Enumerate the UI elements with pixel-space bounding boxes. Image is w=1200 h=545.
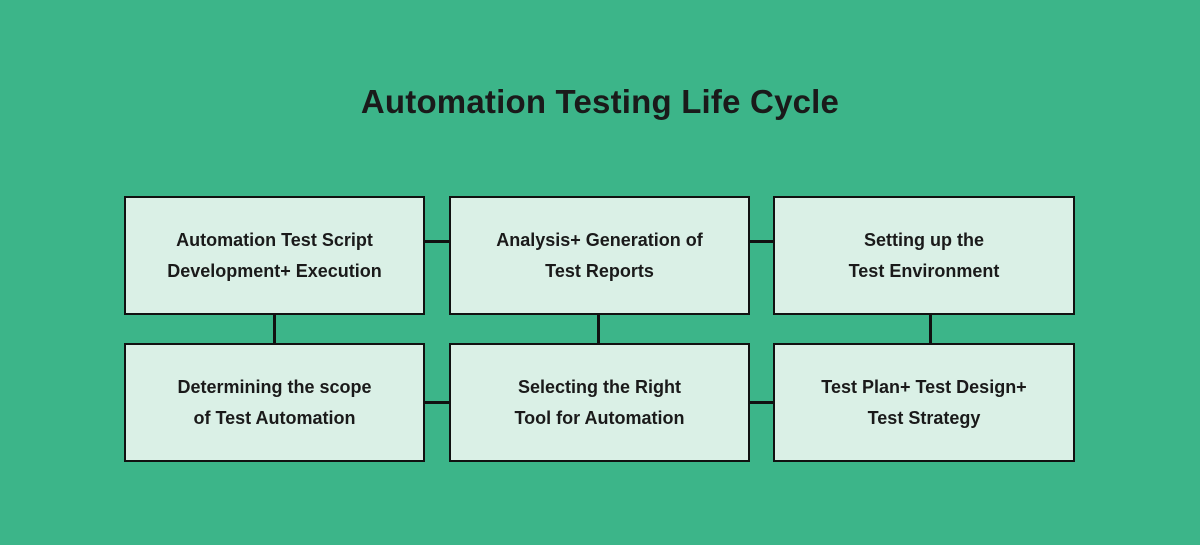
flow-box-label: Analysis+ Generation of Test Reports — [496, 225, 703, 287]
flow-box-label-line-1: Analysis+ Generation of — [496, 229, 703, 250]
diagram-title: Automation Testing Life Cycle — [360, 83, 840, 120]
connector-row1-box1-box2 — [423, 240, 451, 243]
flow-box-label: Setting up the Test Environment — [849, 225, 1000, 287]
connector-row2-box5-box6 — [748, 401, 775, 404]
flow-box-label-line-1: Setting up the — [863, 229, 984, 250]
flow-box-label-line-2: Test Reports — [545, 260, 654, 281]
flow-box-label: Automation Test Script Development+ Exec… — [167, 225, 382, 287]
flow-box-label-line-2: Test Environment — [848, 260, 1000, 281]
flow-box-label-line-2: Development+ Execution — [167, 260, 382, 281]
flow-box-setting-up-the-test-environment: Setting up the Test Environment — [773, 196, 1075, 315]
connector-col3-box3-box6 — [929, 313, 932, 345]
flow-box-label: Determining the scope of Test Automation — [177, 372, 371, 434]
flow-box-label-line-1: Automation Test Script — [176, 229, 373, 250]
flow-box-label-line-2: of Test Automation — [193, 407, 356, 428]
flow-box-analysis-generation-of-test-reports: Analysis+ Generation of Test Reports — [449, 196, 750, 315]
connector-row2-box4-box5 — [423, 401, 451, 404]
flow-box-label-line-1: Selecting the Right — [517, 376, 681, 397]
connector-col2-box2-box5 — [597, 313, 600, 345]
flow-box-determining-the-scope-of-test-automation: Determining the scope of Test Automation — [124, 343, 425, 462]
flow-box-automation-test-script-development-execution: Automation Test Script Development+ Exec… — [124, 196, 425, 315]
flow-box-test-plan-test-design-test-strategy: Test Plan+ Test Design+ Test Strategy — [773, 343, 1075, 462]
connector-col1-box1-box4 — [273, 313, 276, 345]
flow-box-label-line-1: Test Plan+ Test Design+ — [821, 376, 1027, 397]
flow-box-selecting-the-right-tool-for-automation: Selecting the Right Tool for Automation — [449, 343, 750, 462]
flow-box-label-line-2: Tool for Automation — [514, 407, 685, 428]
flow-box-label-line-2: Test Strategy — [867, 407, 981, 428]
flow-box-label-line-1: Determining the scope — [177, 376, 372, 397]
flow-box-label: Test Plan+ Test Design+ Test Strategy — [821, 372, 1026, 434]
connector-row1-box2-box3 — [748, 240, 775, 243]
flow-box-label: Selecting the Right Tool for Automation — [515, 372, 685, 434]
